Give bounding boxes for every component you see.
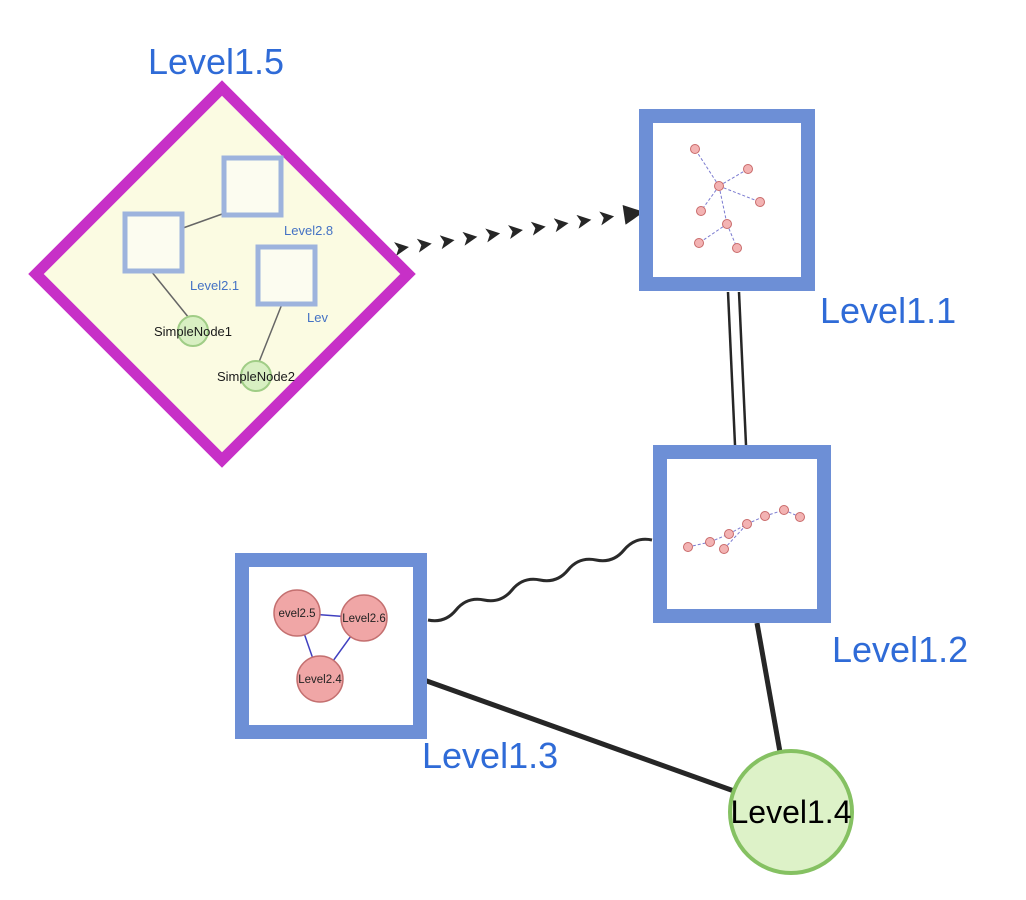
node-level2-8-label: Level2.8 <box>284 223 333 238</box>
node-simplenode1[interactable] <box>177 315 209 347</box>
graph-node-dot <box>795 512 805 522</box>
node-level1-3[interactable]: evel2.5 Level2.6 Level2.4 <box>235 553 427 739</box>
node-level2-8[interactable] <box>221 155 284 218</box>
node-level1-5-label: Level1.5 <box>148 41 284 82</box>
graph-node-dot <box>724 529 734 539</box>
node-level2-4[interactable] <box>296 655 344 703</box>
node-level2-6[interactable] <box>340 594 388 642</box>
diamond-shape[interactable] <box>28 80 416 468</box>
graph-node-dot <box>755 197 765 207</box>
node-level2-1[interactable] <box>122 211 185 274</box>
node-level1-4-label: Level1.4 <box>731 794 852 830</box>
node-level1-2[interactable] <box>653 445 831 623</box>
edge-level2-8-to-level2-1[interactable] <box>182 212 226 229</box>
node-level1-2-label: Level1.2 <box>832 629 968 670</box>
graph-node-dot <box>705 537 715 547</box>
graph-node-dot <box>722 219 732 229</box>
edge-level1-2-to-level1-4[interactable] <box>754 622 783 753</box>
level1-1-mini-graph <box>694 148 761 249</box>
graph-node-dot <box>696 206 706 216</box>
level1-3-frame[interactable] <box>235 553 427 739</box>
node-level1-5[interactable]: Level2.8 Level2.1 Lev SimpleNode1 Simple… <box>28 80 416 468</box>
edge-level1-3-to-level1-2[interactable] <box>427 537 653 623</box>
graph-node-dot <box>732 243 742 253</box>
node-level1-1[interactable] <box>639 109 815 291</box>
node-level2-4-label: Level2.4 <box>298 674 342 686</box>
node-level2-1-label: Level2.1 <box>190 278 239 293</box>
graph-node-dot <box>760 511 770 521</box>
node-level2-5[interactable] <box>273 589 321 637</box>
node-simplenode2-label: SimpleNode2 <box>217 369 295 384</box>
edge-level1-1-to-level1-2[interactable] <box>726 291 748 446</box>
level1-2-frame[interactable] <box>653 445 831 623</box>
level1-1-mini-nodes <box>690 144 765 253</box>
node-simplenode1-label: SimpleNode1 <box>154 324 232 339</box>
graph-node-dot <box>694 238 704 248</box>
edge-level1-5-to-level1-1[interactable] <box>394 204 644 256</box>
edge-lev-to-simplenode2[interactable] <box>258 303 283 363</box>
graph-node-dot <box>742 519 752 529</box>
edge-level2-1-to-simplenode1[interactable] <box>150 270 190 319</box>
node-simplenode2[interactable] <box>240 360 272 392</box>
graph-node-dot <box>683 542 693 552</box>
graph-node-dot <box>743 164 753 174</box>
node-level2-trunc[interactable] <box>255 244 318 307</box>
node-level1-1-label: Level1.1 <box>820 290 956 331</box>
node-level1-4[interactable]: Level1.4 <box>728 749 854 875</box>
node-level2-6-label: Level2.6 <box>342 613 385 625</box>
level1-4-circle[interactable] <box>728 749 854 875</box>
graph-node-dot <box>719 544 729 554</box>
graph-node-dot <box>690 144 700 154</box>
node-level1-3-label: Level1.3 <box>422 735 558 776</box>
level1-2-mini-nodes <box>683 505 805 554</box>
edge-level1-3-to-level1-4[interactable] <box>423 677 735 794</box>
graph-node-dot <box>714 181 724 191</box>
node-level2-trunc-label: Lev <box>307 310 328 325</box>
level1-1-frame[interactable] <box>639 109 815 291</box>
node-level2-5-label: evel2.5 <box>278 608 315 620</box>
graph-node-dot <box>779 505 789 515</box>
